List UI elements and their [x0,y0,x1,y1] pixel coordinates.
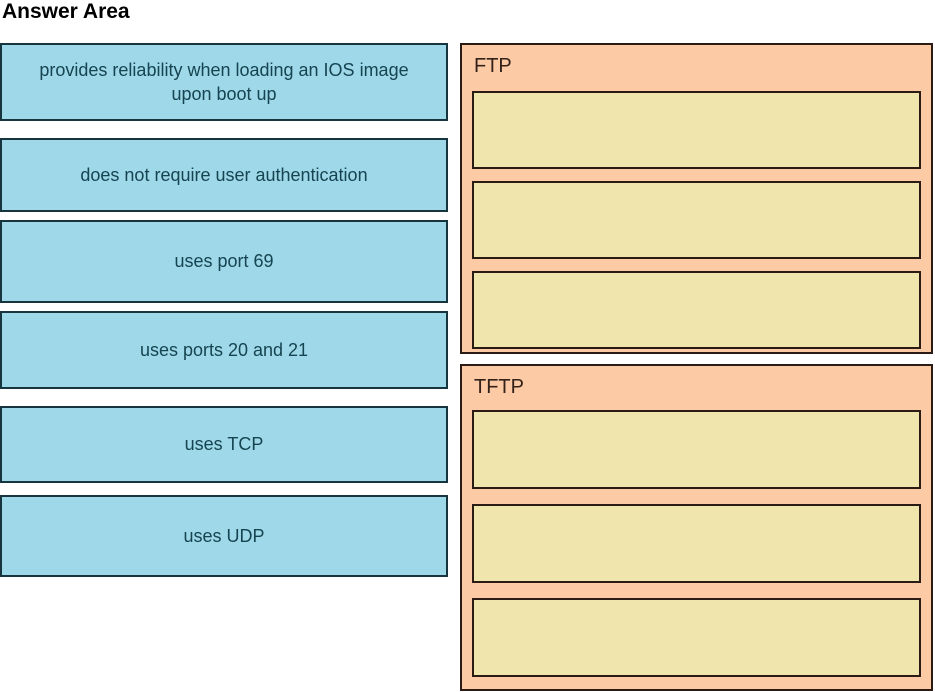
tftp-drop-slot-1[interactable] [472,410,921,489]
answer-area-title: Answer Area [2,0,130,23]
drag-item-label: uses UDP [183,525,265,546]
drag-item-port-69[interactable]: uses port 69 [0,220,448,303]
ftp-drop-slot-3[interactable] [472,271,921,349]
tftp-drop-slot-2[interactable] [472,504,921,583]
drop-group-ftp-label: FTP [474,55,512,77]
drag-item-reliability[interactable]: provides reliability when loading an IOS… [0,43,448,121]
drag-item-uses-tcp[interactable]: uses TCP [0,406,448,483]
drag-item-label: uses port 69 [174,251,274,272]
tftp-drop-slot-3[interactable] [472,598,921,677]
drop-group-ftp: FTP [460,43,933,354]
drop-group-tftp-label: TFTP [474,376,524,398]
drag-item-ports-20-21[interactable]: uses ports 20 and 21 [0,311,448,389]
drag-item-label: uses TCP [184,434,264,455]
drag-item-label: provides reliability when loading an IOS… [39,59,409,104]
drag-item-uses-udp[interactable]: uses UDP [0,495,448,577]
drag-item-no-authentication[interactable]: does not require user authentication [0,138,448,212]
ftp-drop-slot-2[interactable] [472,181,921,259]
drag-item-label: uses ports 20 and 21 [139,339,309,360]
ftp-drop-slot-1[interactable] [472,91,921,169]
drag-item-label: does not require user authentication [80,164,368,185]
drop-group-tftp: TFTP [460,364,933,691]
